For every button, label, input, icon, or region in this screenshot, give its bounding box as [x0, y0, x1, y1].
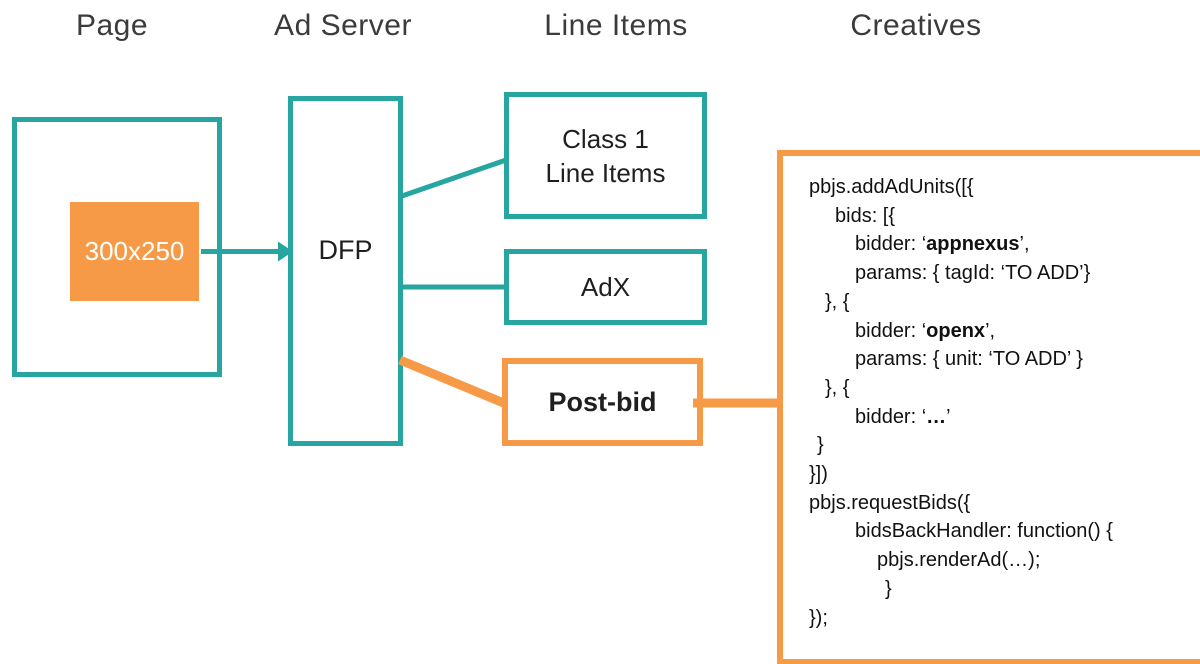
class1-line-items-label: Class 1 Line Items [546, 122, 666, 190]
code-line: params: { unit: ‘TO ADD’ } [855, 348, 1083, 371]
code-line: bidder: ‘…’ [855, 405, 951, 428]
code-line: pbjs.addAdUnits([{ [809, 176, 974, 198]
code-line: }); [809, 606, 828, 629]
code-line: bidder: ‘openx’, [855, 319, 996, 342]
class1-label-line1: Class 1 [562, 123, 649, 154]
column-heading-creatives: Creatives [850, 9, 982, 42]
code-line: }, { [825, 290, 850, 313]
class1-line-items-box: Class 1 Line Items [504, 92, 707, 219]
code-lines: pbjs.addAdUnits([{ bids: [{ bidder: ‘appne… [809, 173, 1200, 632]
code-line: bidder: ‘appnexus’, [855, 233, 1030, 256]
postbid-box: Post-bid [502, 358, 703, 446]
adx-label: AdX [580, 271, 631, 302]
class1-label-line2: Line Items [545, 157, 666, 188]
dfp-label: DFP [318, 234, 373, 265]
connector-dfp-to-postbid [398, 355, 508, 409]
code-line: params: { tagId: ‘TO ADD’} [855, 262, 1091, 285]
code-line: }]) [809, 463, 828, 486]
ad-slot-label: 300x250 [84, 236, 185, 266]
column-heading-line-items: Line Items [544, 9, 688, 42]
code-line: } [885, 577, 892, 600]
code-line: } [817, 434, 824, 457]
column-heading-page: Page [75, 9, 149, 42]
code-line: }, { [825, 376, 850, 399]
creatives-code-box: pbjs.addAdUnits([{ bids: [{ bidder: ‘appne… [777, 150, 1200, 664]
code-line: bidsBackHandler: function() { [855, 520, 1113, 543]
code-line: pbjs.renderAd(…); [877, 549, 1041, 572]
postbid-label: Post-bid [548, 386, 657, 417]
adx-box: AdX [504, 249, 707, 325]
code-line: pbjs.requestBids({ [809, 491, 971, 514]
dfp-box: DFP [288, 96, 403, 446]
code-line: bids: [{ [835, 204, 896, 227]
column-heading-ad-server: Ad Server [274, 9, 412, 42]
connector-dfp-to-class1 [401, 157, 507, 199]
ad-slot-box: 300x250 [70, 202, 199, 301]
